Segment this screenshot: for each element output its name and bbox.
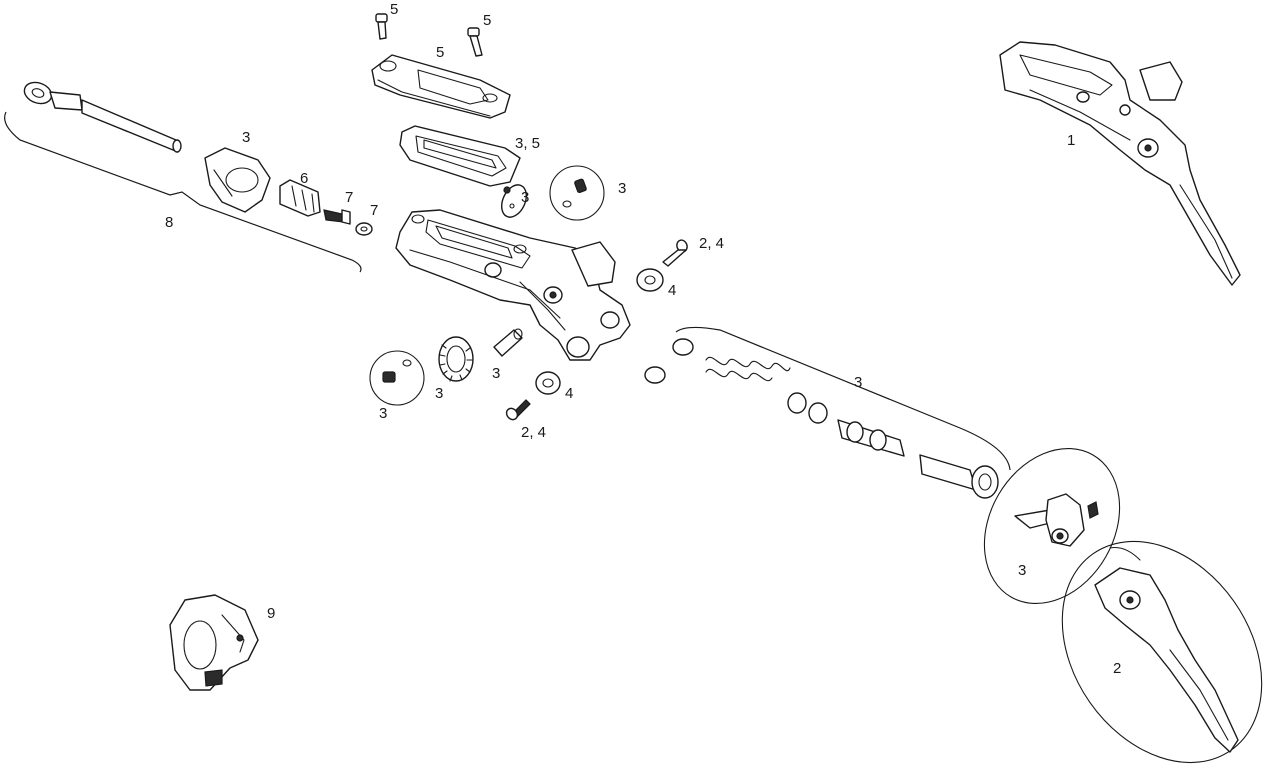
piston-kit-bracket xyxy=(675,326,1011,471)
bolt-top-right xyxy=(467,27,483,57)
piston-kit xyxy=(644,338,999,499)
complete-brake-lever xyxy=(999,41,1241,286)
barb-nut xyxy=(279,179,321,217)
hose-kit-bracket xyxy=(4,111,362,273)
label-diaphragm: 3, 5 xyxy=(515,135,540,152)
bolt-top-left xyxy=(375,13,388,40)
bolt-right xyxy=(662,239,688,267)
hose-banjo xyxy=(23,81,83,111)
reservoir-cover xyxy=(371,54,511,119)
hose-clamp-fitting xyxy=(204,147,271,213)
label-small-disc: 3 xyxy=(521,189,529,206)
label-bearing-left: 4 xyxy=(565,385,573,402)
label-barb: 7 xyxy=(345,189,353,206)
bearing-right xyxy=(636,268,664,292)
label-cam-assembly: 3 xyxy=(1018,562,1026,579)
pivot-pin xyxy=(493,328,523,357)
label-barb-nut: 6 xyxy=(300,170,308,187)
small-disc xyxy=(501,184,527,218)
label-screw-right: 2, 4 xyxy=(699,235,724,252)
label-lever-blade: 2 xyxy=(1113,660,1121,677)
label-hose-kit: 8 xyxy=(165,214,173,231)
label-adjuster-top: 3 xyxy=(618,180,626,197)
adjuster-callout-top xyxy=(549,165,605,221)
label-gear-knob: 3 xyxy=(435,385,443,402)
bolt-left xyxy=(505,399,531,421)
label-hose-clamp: 3 xyxy=(242,129,250,146)
label-bearing-right: 4 xyxy=(668,282,676,299)
reach-adjust-knob xyxy=(438,336,474,382)
cam-assembly-callout xyxy=(983,447,1121,605)
label-olive: 7 xyxy=(370,202,378,219)
reservoir-diaphragm xyxy=(399,125,521,187)
compression-olive xyxy=(355,222,373,236)
label-screw-left: 2, 4 xyxy=(521,424,546,441)
bearing-left xyxy=(535,371,561,395)
label-screw-b: 5 xyxy=(483,12,491,29)
label-pin: 3 xyxy=(492,365,500,382)
label-reservoir-cover: 5 xyxy=(436,44,444,61)
label-adjuster-left: 3 xyxy=(379,405,387,422)
lever-blade-callout xyxy=(1061,540,1263,764)
hose-barb xyxy=(323,209,351,225)
hose-line xyxy=(81,99,182,153)
label-screw-a: 5 xyxy=(390,1,398,18)
adjuster-callout-left xyxy=(369,350,425,406)
label-assembly: 1 xyxy=(1067,132,1075,149)
handlebar-clamp xyxy=(169,594,259,691)
label-piston-kit: 3 xyxy=(854,374,862,391)
master-cylinder-body xyxy=(395,209,631,361)
label-clamp: 9 xyxy=(267,605,275,622)
